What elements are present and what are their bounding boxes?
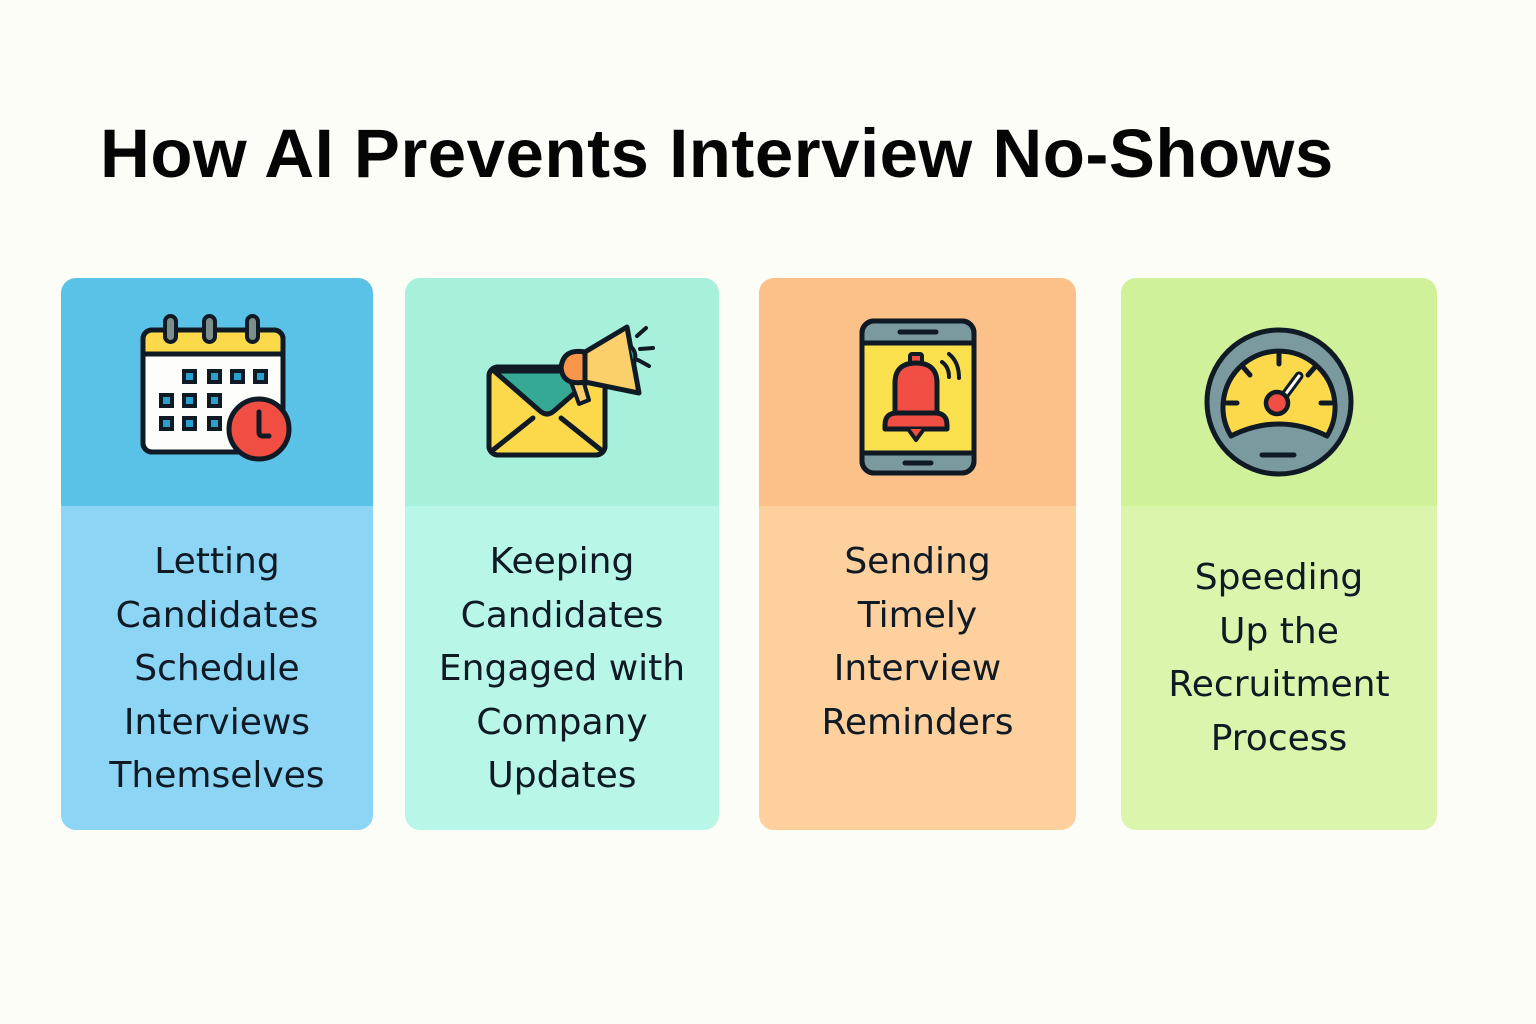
card-speed: Speeding Up the Recruitment Process bbox=[1121, 278, 1437, 830]
page-title: How AI Prevents Interview No-Shows bbox=[100, 115, 1334, 192]
calendar-clock-icon bbox=[137, 312, 297, 472]
card-icon-panel bbox=[405, 278, 719, 506]
card-text-panel: Letting Candidates Schedule Interviews T… bbox=[61, 506, 373, 830]
card-icon-panel bbox=[1121, 278, 1437, 506]
card-icon-panel bbox=[759, 278, 1076, 506]
card-engagement: Keeping Candidates Engaged with Company … bbox=[405, 278, 719, 830]
card-icon-panel bbox=[61, 278, 373, 506]
card-text-panel: Keeping Candidates Engaged with Company … bbox=[405, 506, 719, 830]
card-label: Sending Timely Interview Reminders bbox=[821, 541, 1014, 743]
card-label: Speeding Up the Recruitment Process bbox=[1168, 557, 1390, 759]
card-label: Letting Candidates Schedule Interviews T… bbox=[109, 541, 325, 796]
phone-bell-icon bbox=[858, 317, 978, 477]
card-reminders: Sending Timely Interview Reminders bbox=[759, 278, 1076, 830]
speedometer-icon bbox=[1203, 326, 1355, 478]
card-text-panel: Speeding Up the Recruitment Process bbox=[1121, 506, 1437, 830]
card-self-scheduling: Letting Candidates Schedule Interviews T… bbox=[61, 278, 373, 830]
envelope-megaphone-icon bbox=[485, 322, 655, 472]
card-text-panel: Sending Timely Interview Reminders bbox=[759, 506, 1076, 830]
card-label: Keeping Candidates Engaged with Company … bbox=[438, 541, 686, 796]
